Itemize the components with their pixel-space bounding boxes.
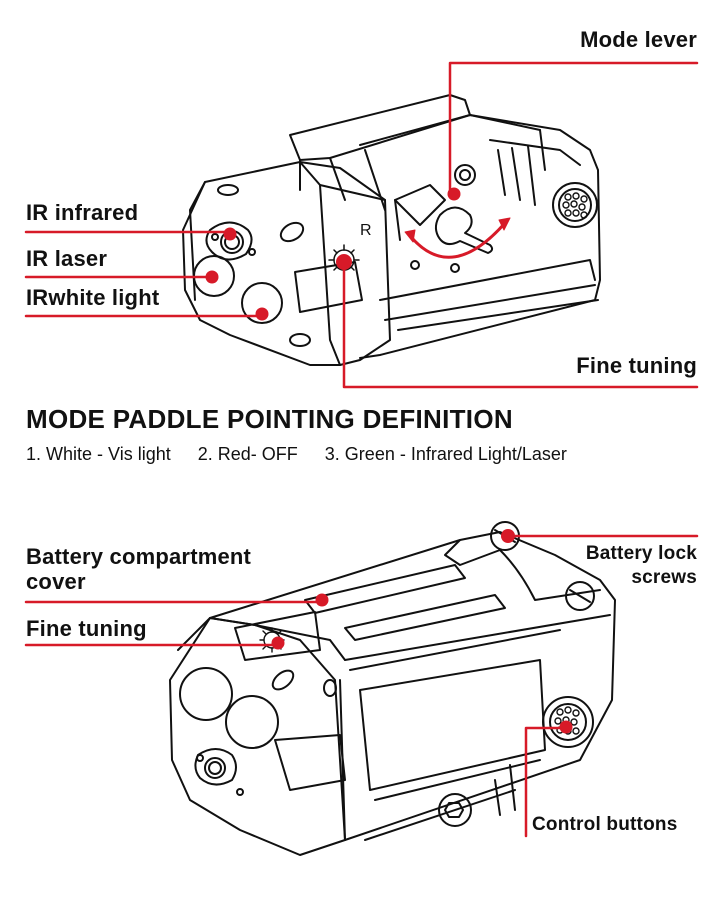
fine-tuning-dot-bottom (271, 636, 285, 650)
battery-lock-dot (501, 529, 515, 543)
ir-white-light-dot (255, 307, 269, 321)
bottom-callout-lines (24, 534, 699, 838)
label-battery-cover: Battery compartment cover (26, 544, 251, 594)
control-buttons-leader (524, 726, 568, 838)
top-callout-lines (24, 61, 699, 389)
mode-item-white: 1. White - Vis light (26, 444, 171, 464)
label-battery-cover-line1: Battery compartment (26, 544, 252, 569)
fine-tuning-dot-top (336, 254, 352, 270)
label-ir-infrared: IR infrared (26, 200, 139, 225)
ir-infrared-dot (223, 227, 237, 241)
battery-cover-dot (315, 593, 329, 607)
label-battery-lock-line2: screws (631, 567, 697, 588)
mode-lever-dot (447, 187, 461, 201)
mode-item-red: 2. Red- OFF (197, 444, 298, 464)
label-ir-white-light: IRwhite light (26, 285, 160, 310)
battery-slot-2 (344, 594, 506, 641)
label-fine-tuning-bottom: Fine tuning (26, 616, 147, 641)
label-ir-laser: IR laser (26, 246, 108, 271)
label-mode-lever: Mode lever (580, 27, 697, 52)
control-buttons-dot (559, 720, 573, 734)
fine-tuning-leader-top (342, 260, 699, 389)
mode-lever-leader (448, 61, 699, 196)
mode-definition-list: 1. White - Vis light 2. Red- OFF 3. Gree… (26, 444, 589, 465)
label-battery-lock-line1: Battery lock (585, 543, 697, 564)
top-callout-dots (205, 187, 461, 321)
mode-definition-title: MODE PADDLE POINTING DEFINITION (26, 404, 513, 434)
label-control-buttons: Control buttons (532, 814, 678, 835)
battery-slot-1 (304, 564, 466, 614)
top-device-drawing (182, 94, 601, 366)
bottom-device-drawing (169, 521, 616, 856)
ir-laser-dot (205, 270, 219, 284)
rotation-arrow (410, 221, 507, 259)
label-battery-lock: Battery lock screws (586, 542, 697, 590)
bottom-callout-dots (271, 529, 573, 734)
mode-item-green: 3. Green - Infrared Light/Laser (324, 444, 567, 464)
label-battery-cover-line2: cover (26, 569, 86, 594)
dial-letter: R (360, 222, 372, 239)
label-fine-tuning-top: Fine tuning (576, 353, 697, 378)
